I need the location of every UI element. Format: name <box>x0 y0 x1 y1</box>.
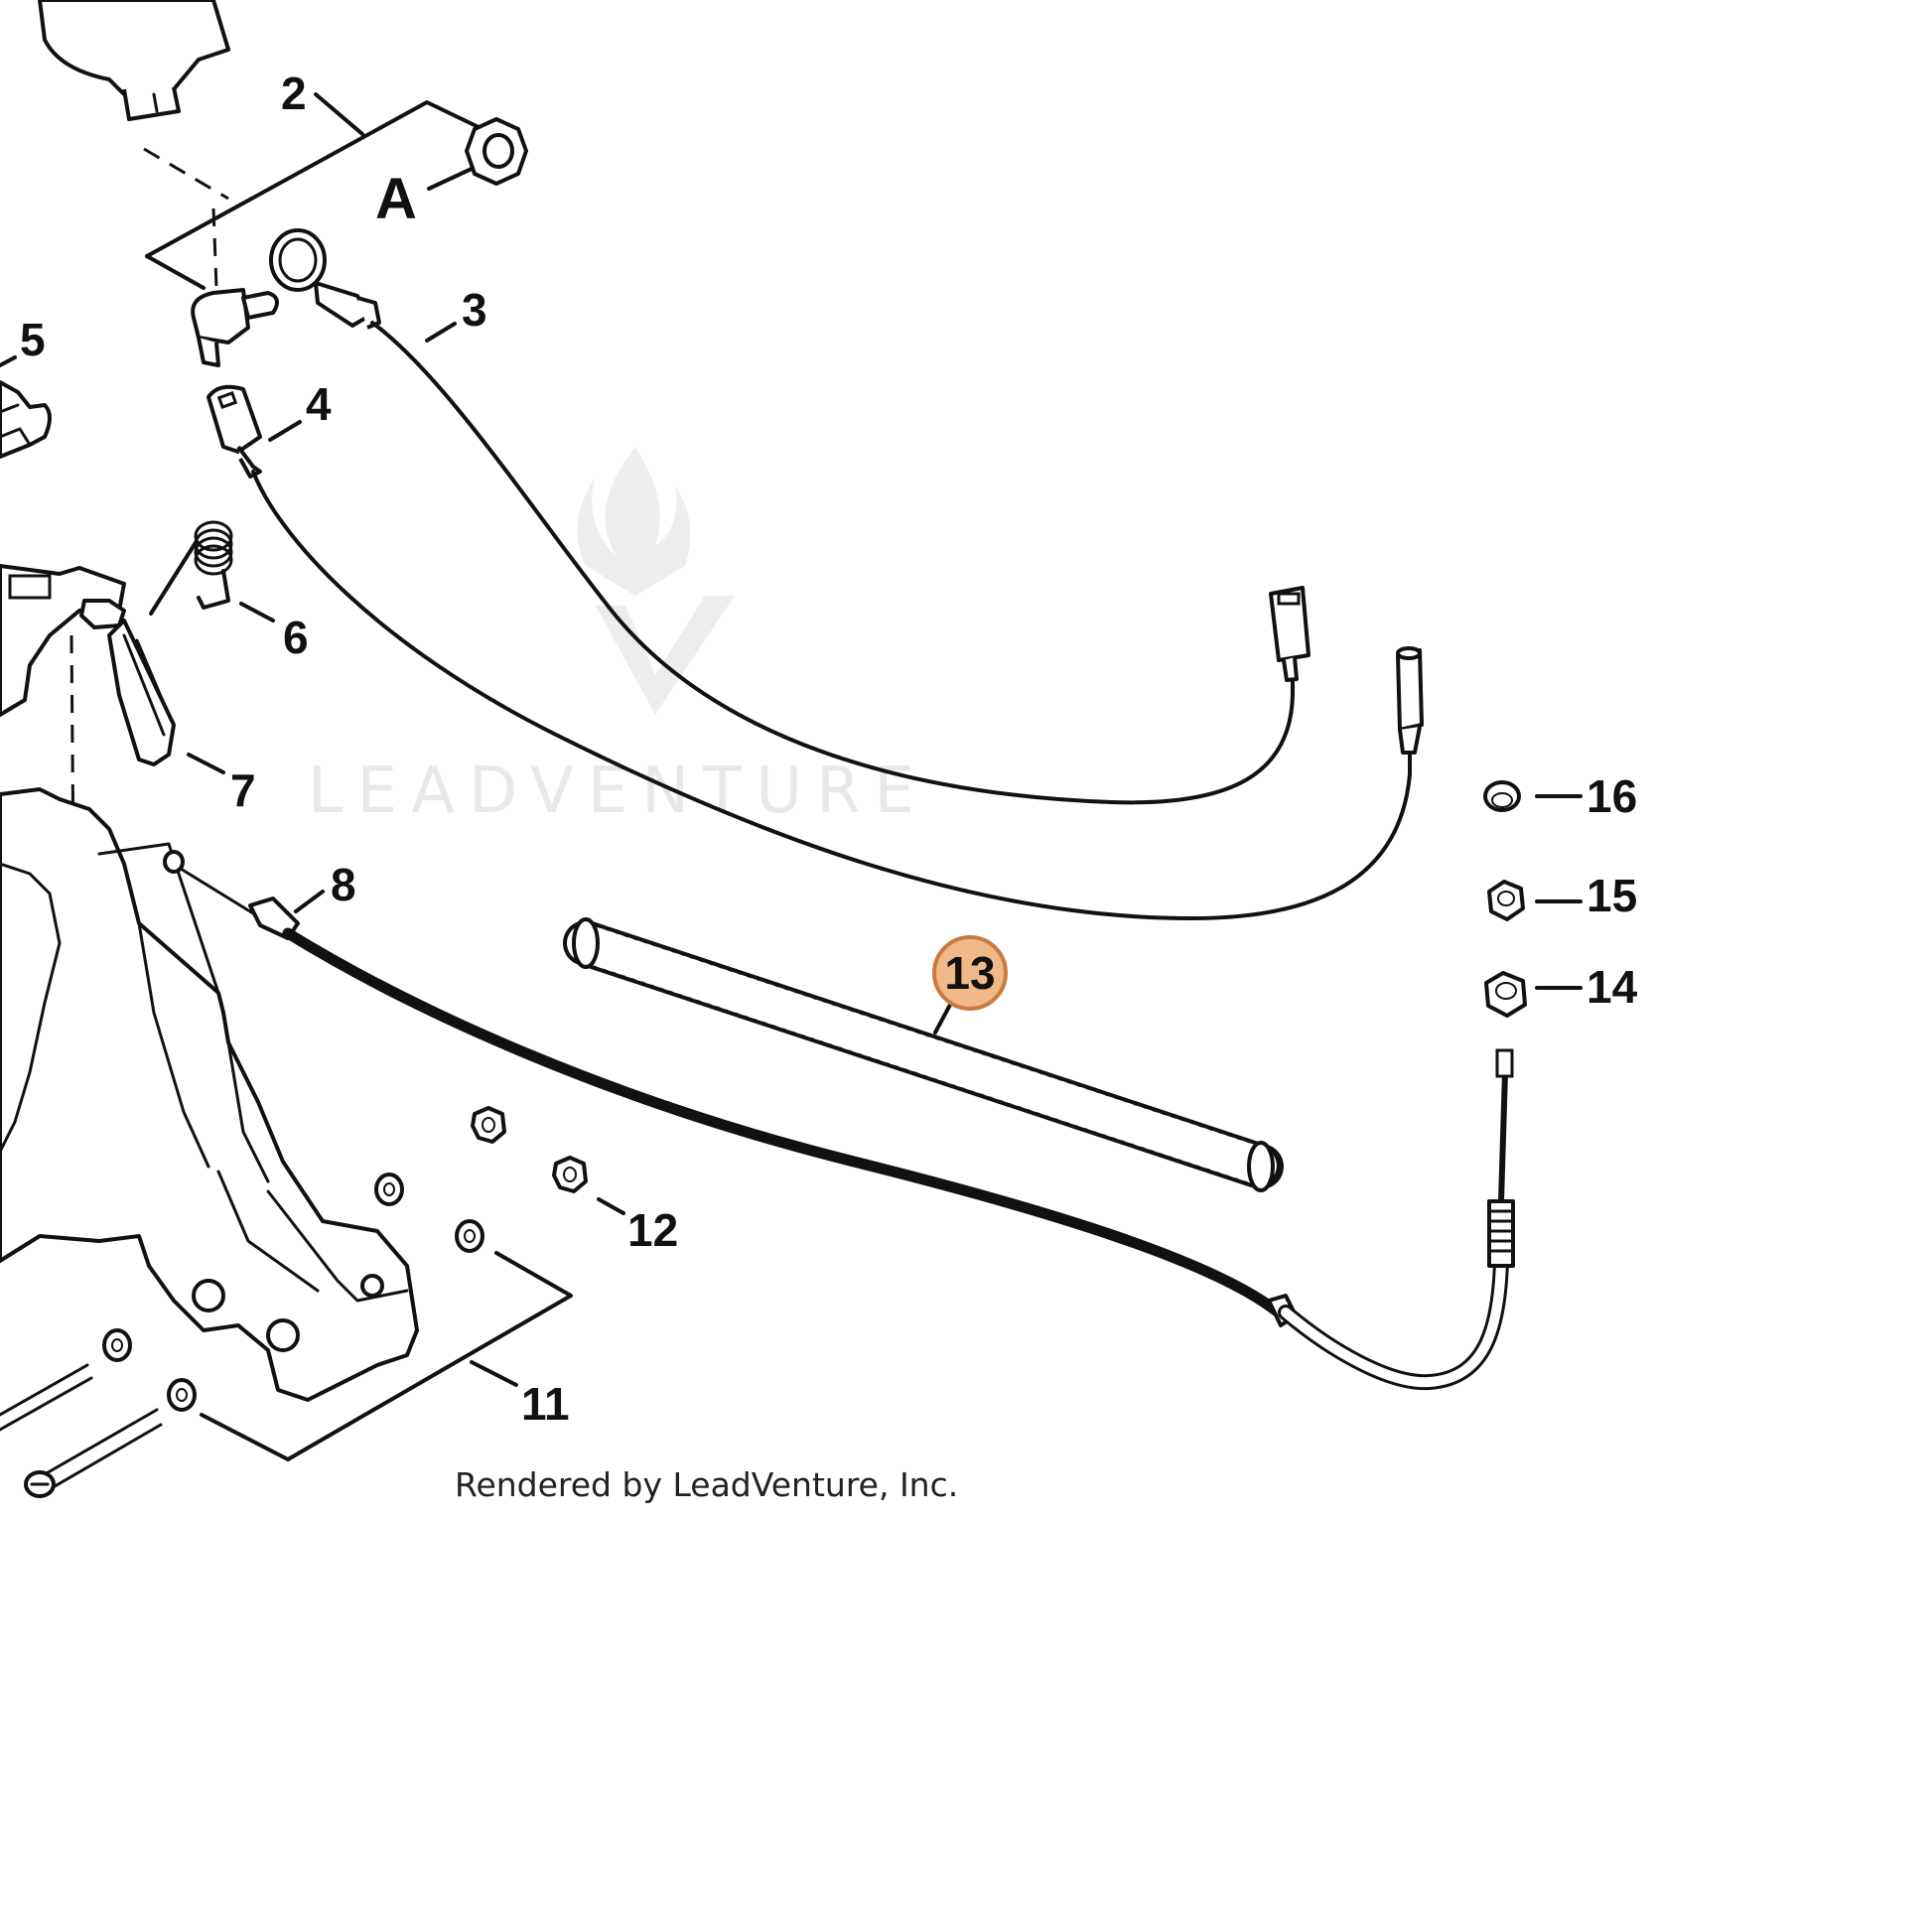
leader-6 <box>239 602 275 622</box>
hex-nut-part <box>465 117 528 186</box>
nut-14-part <box>1484 971 1527 1018</box>
callout-16[interactable]: 16 <box>1587 770 1637 822</box>
callout-4[interactable]: 4 <box>306 378 332 430</box>
leader-A <box>427 167 474 191</box>
washer-parts <box>102 1173 484 1412</box>
dash-guide-a <box>143 147 229 201</box>
nut-12-parts <box>471 1106 588 1193</box>
callout-14[interactable]: 14 <box>1587 961 1638 1013</box>
leader-8 <box>294 890 325 913</box>
leader-2-bracket <box>145 100 481 258</box>
highlight-circle <box>932 935 1008 1011</box>
leader-3 <box>425 322 457 343</box>
throttle-cable-part <box>163 850 1515 1391</box>
callout-12[interactable]: 12 <box>627 1204 678 1256</box>
wire-4-end-connector <box>1396 646 1424 755</box>
wire-3-end-connector <box>1269 586 1311 682</box>
leader-11 <box>470 1360 518 1387</box>
dash-guide-b <box>211 207 218 289</box>
wire-4 <box>251 470 1412 920</box>
callout-15[interactable]: 15 <box>1587 870 1637 921</box>
leader-11-bracket <box>200 1251 573 1461</box>
wire-3 <box>370 321 1295 805</box>
leader-12 <box>597 1197 625 1215</box>
watermark-text: LEADVENTURE <box>308 755 928 828</box>
part-5 <box>0 380 52 459</box>
callout-A[interactable]: A <box>375 167 417 231</box>
callout-13[interactable]: 13 <box>944 947 995 999</box>
leader-4 <box>268 420 302 442</box>
leadventure-watermark: LEADVENTURE <box>308 447 928 828</box>
callout-3[interactable]: 3 <box>462 284 487 336</box>
conduit-part <box>563 917 1284 1192</box>
leader-13 <box>933 1003 952 1035</box>
torsion-spring-part <box>149 520 233 616</box>
callout-2[interactable]: 2 <box>281 68 307 119</box>
lever-bracket-part <box>0 564 176 766</box>
callout-5[interactable]: 5 <box>20 314 46 365</box>
clip-16-part <box>1483 780 1521 812</box>
screw-parts <box>0 1363 163 1498</box>
callout-8[interactable]: 8 <box>331 859 356 910</box>
ring-terminal-part <box>269 228 381 330</box>
callout-11[interactable]: 11 <box>521 1378 570 1430</box>
render-credit: Rendered by LeadVenture, Inc. <box>455 1465 958 1504</box>
callout-6[interactable]: 6 <box>283 612 309 663</box>
switch-part <box>191 288 279 367</box>
mounting-bracket-part <box>0 787 419 1402</box>
upper-housing-part <box>38 0 230 121</box>
leader-5 <box>0 355 17 367</box>
callout-13-highlight[interactable]: 13 <box>932 935 1008 1011</box>
leader-2 <box>314 92 364 136</box>
connector-4-part <box>207 384 262 479</box>
callout-7[interactable]: 7 <box>230 764 256 816</box>
leader-7 <box>187 753 225 774</box>
leader-2-bracket-b <box>145 254 206 290</box>
nut-15-part <box>1487 880 1525 921</box>
